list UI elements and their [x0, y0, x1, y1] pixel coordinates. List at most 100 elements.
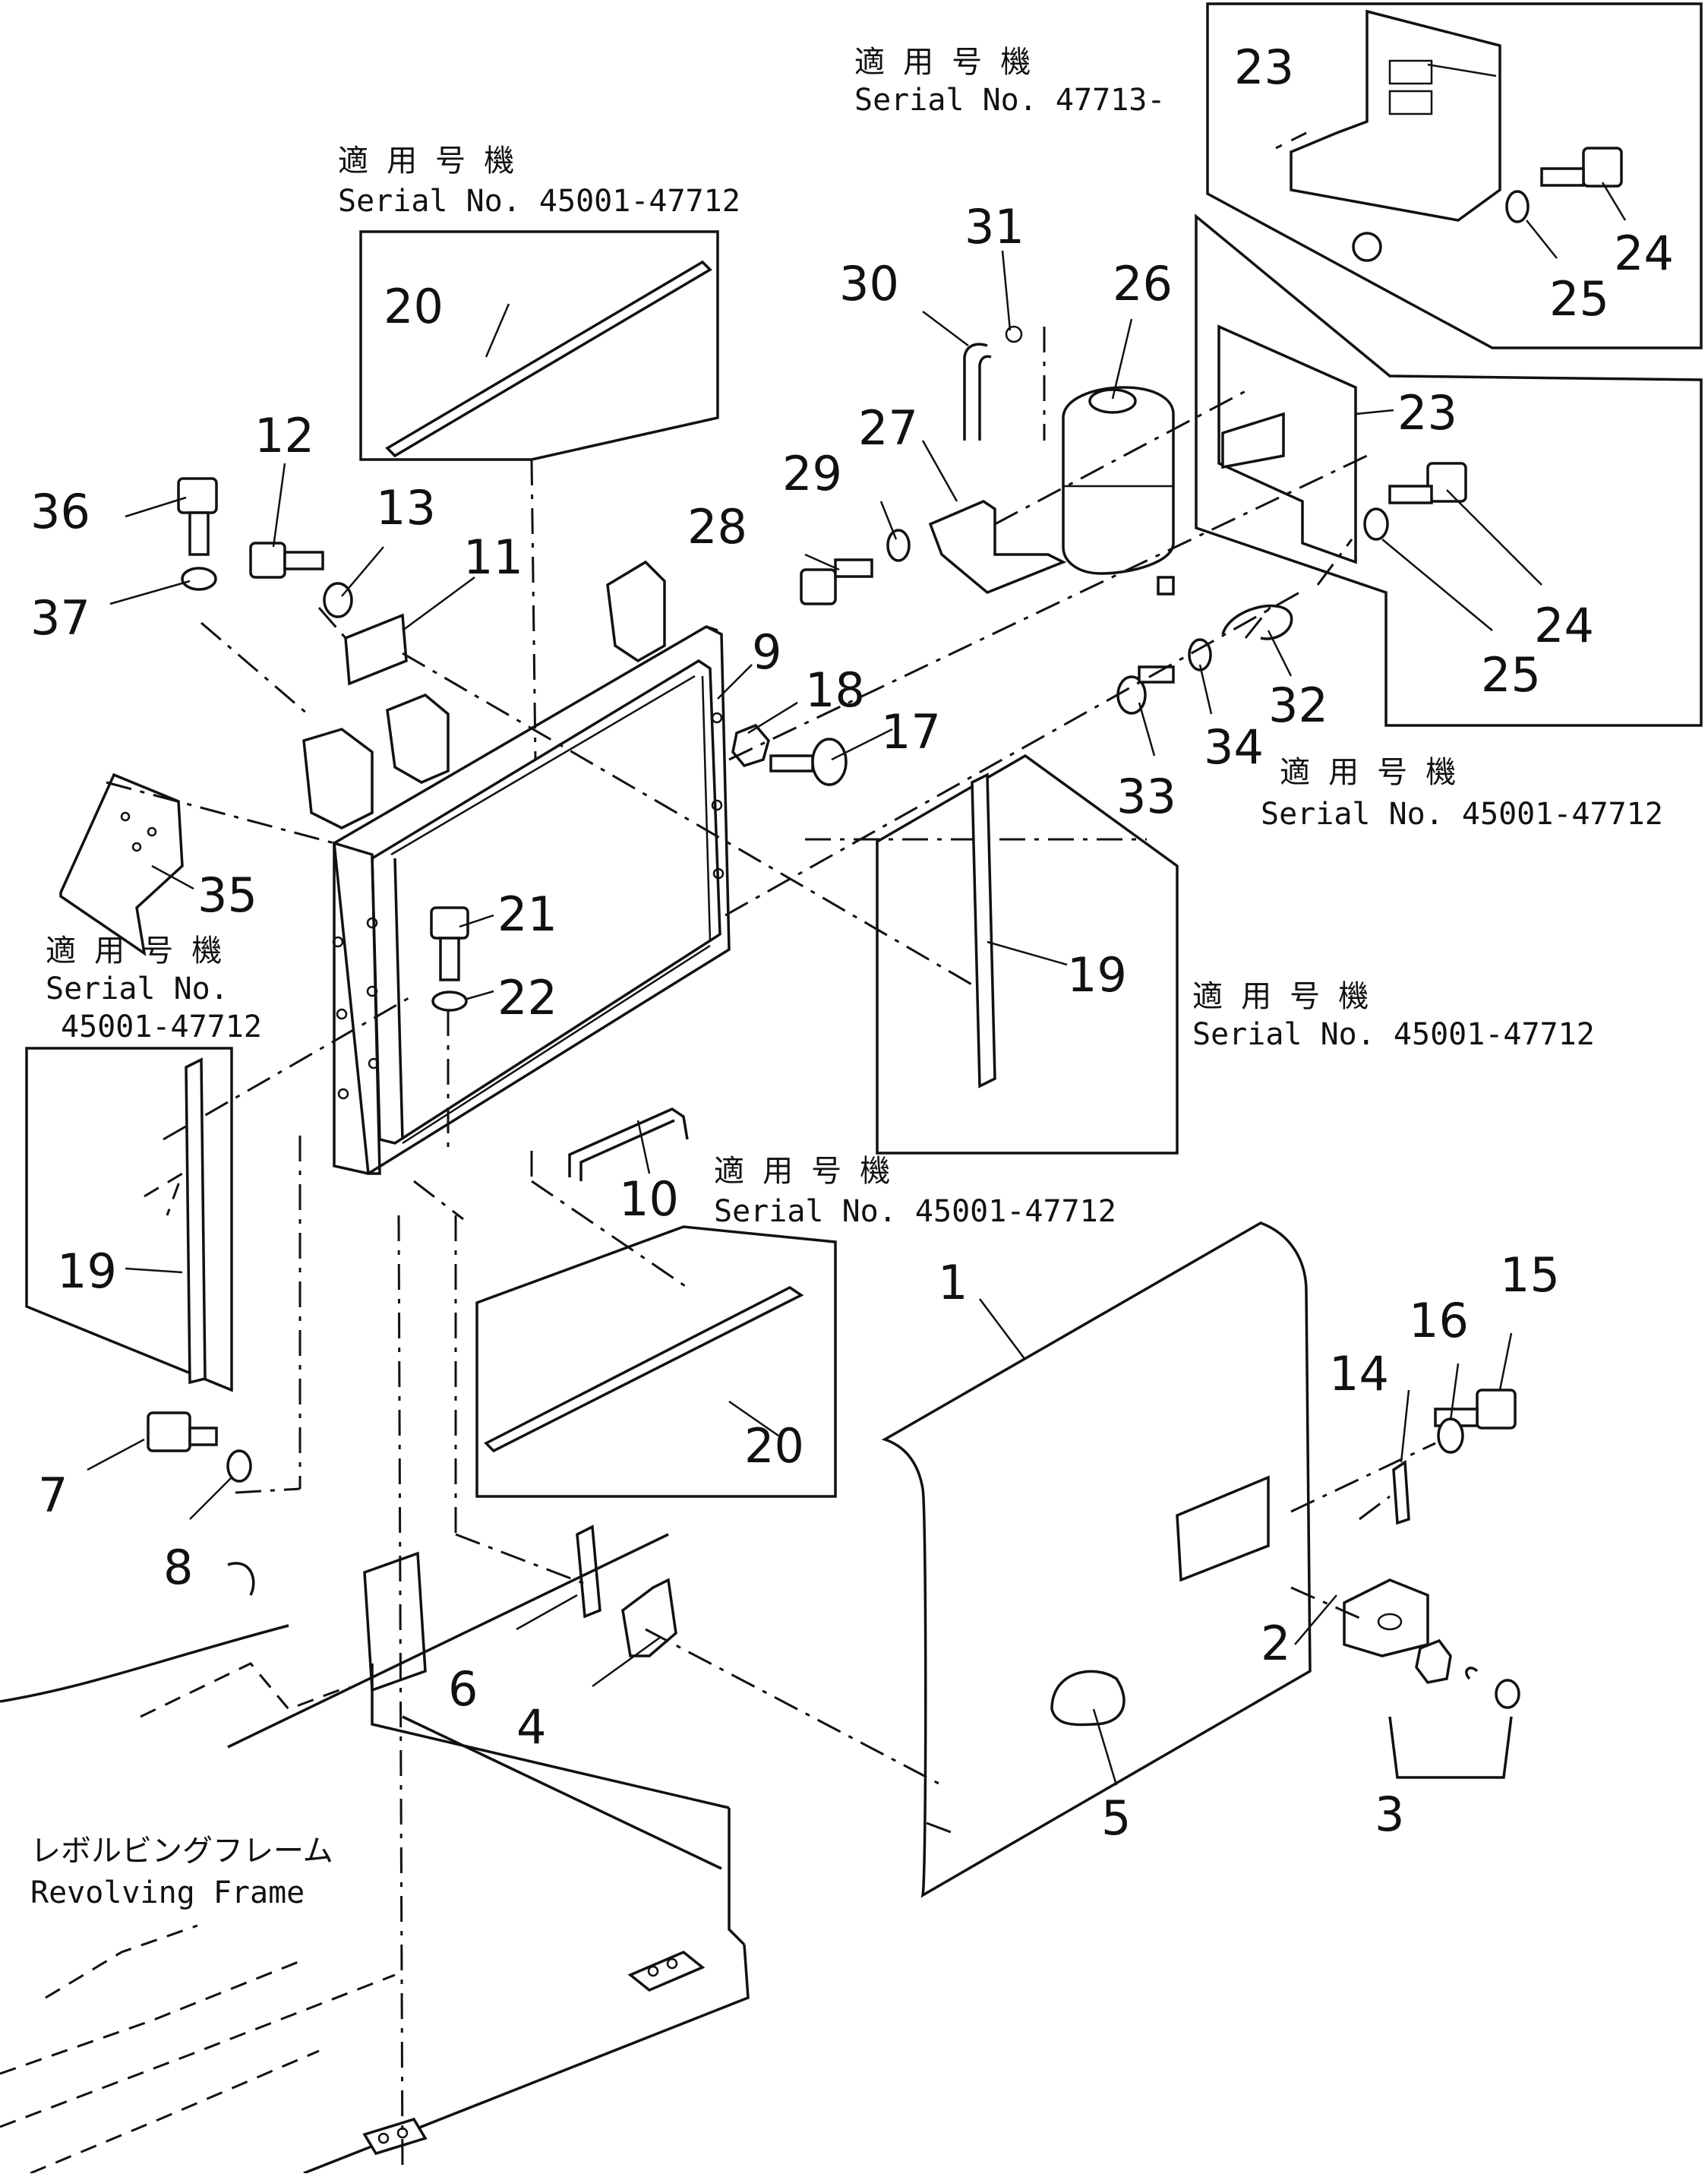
- callout-9: 9: [752, 624, 781, 680]
- revolving-frame-en: Revolving Frame: [30, 1875, 305, 1910]
- callout-17: 17: [881, 704, 941, 760]
- callout-25b: 25: [1481, 647, 1541, 703]
- note-jp-top: 適 用 号 機: [854, 45, 1031, 80]
- callout-19a: 19: [1067, 947, 1127, 1003]
- bolt-7: [147, 1411, 218, 1452]
- door-panel-1: [881, 1221, 1312, 1898]
- callout-30: 30: [839, 256, 899, 311]
- washer-37: [181, 567, 217, 591]
- inset-box-seal-20-bottom: [475, 1225, 837, 1498]
- callout-35: 35: [197, 867, 257, 923]
- hose-30: [963, 343, 988, 441]
- applicability-notes: 適 用 号 機 Serial No. 47713- 適 用 号 機 Serial…: [30, 45, 1663, 1910]
- plate-23-early: [1217, 324, 1357, 564]
- bolt-12: [249, 542, 324, 579]
- callout-3: 3: [1375, 1787, 1404, 1842]
- callout-25a: 25: [1549, 271, 1609, 327]
- note-jp-19left: 適 用 号 機: [46, 934, 222, 968]
- reserve-tank-26: [1062, 386, 1175, 596]
- washer-25-upper: [1505, 190, 1530, 223]
- callout-27: 27: [858, 400, 918, 456]
- inset-box-plate-late: [1206, 2, 1703, 349]
- plate-23-late: [1290, 9, 1501, 262]
- washer-22: [431, 991, 468, 1012]
- callout-33: 33: [1116, 769, 1176, 824]
- callout-2: 2: [1261, 1616, 1290, 1671]
- note-serial-20top: Serial No. 45001-47712: [338, 184, 740, 219]
- callout-24a: 24: [1614, 226, 1674, 281]
- note-serial-20bottom: Serial No. 45001-47712: [714, 1194, 1116, 1229]
- lock-set-3: [1415, 1638, 1520, 1709]
- callout-23a: 23: [1234, 39, 1294, 95]
- bolt-24-upper: [1540, 147, 1623, 188]
- bracket-35: [59, 773, 184, 956]
- clamp-32: [1221, 604, 1293, 640]
- washer-25-lower: [1363, 507, 1389, 541]
- callout-14: 14: [1329, 1346, 1389, 1401]
- callout-7: 7: [38, 1468, 68, 1523]
- note-serial-19left-1: Serial No.: [46, 972, 229, 1006]
- seal-19-right: [971, 773, 996, 1088]
- washer-8: [226, 1449, 252, 1483]
- callout-12: 12: [254, 408, 314, 463]
- callout-28: 28: [687, 499, 747, 555]
- washer-29: [886, 529, 911, 562]
- note-serial-late: Serial No. 47713-: [854, 83, 1165, 118]
- washer-16: [1437, 1417, 1464, 1454]
- callout-1: 1: [938, 1255, 968, 1310]
- callout-23b: 23: [1397, 385, 1457, 441]
- callout-6: 6: [448, 1661, 478, 1717]
- latch-14: [1392, 1459, 1410, 1525]
- revolving-frame-outline: [0, 1533, 750, 2175]
- callout-10: 10: [619, 1171, 679, 1227]
- note-serial-32: Serial No. 45001-47712: [1261, 797, 1663, 832]
- inset-box-plate-early: [1195, 213, 1703, 727]
- callout-leaders: [87, 63, 1627, 1786]
- callout-4: 4: [516, 1699, 546, 1755]
- callout-20a: 20: [384, 279, 444, 334]
- callout-32: 32: [1268, 678, 1328, 733]
- callout-36: 36: [30, 484, 90, 539]
- callout-numbers: 1 2 3 4 5 6 7 8 9 10 11 12 13 14 15 16 1…: [30, 39, 1674, 1846]
- callout-20b: 20: [744, 1418, 804, 1474]
- bolt-21: [430, 906, 469, 981]
- inset-box-seal-20-top: [359, 230, 719, 461]
- callout-11: 11: [463, 529, 523, 585]
- callout-18: 18: [805, 662, 865, 718]
- callout-37: 37: [30, 590, 90, 646]
- note-jp-20top: 適 用 号 機: [338, 144, 514, 179]
- callout-21: 21: [497, 886, 557, 942]
- callout-22: 22: [497, 970, 557, 1025]
- seal-19-left: [185, 1057, 207, 1385]
- handle-10: [568, 1107, 689, 1177]
- inset-box-seal-19-right: [876, 754, 1179, 1155]
- revolving-frame-jp: レボルビングフレーム: [30, 1834, 333, 1869]
- callout-24b: 24: [1534, 598, 1594, 653]
- washer-34: [1188, 638, 1212, 671]
- bolt-17: [769, 738, 848, 786]
- bracket-27: [928, 500, 1067, 595]
- nut-18: [731, 723, 770, 768]
- callout-5: 5: [1101, 1790, 1131, 1846]
- assembly-leader-lines: [106, 327, 1436, 2174]
- callout-34: 34: [1204, 719, 1264, 775]
- callout-8: 8: [163, 1540, 193, 1595]
- callout-19b: 19: [57, 1243, 117, 1299]
- note-jp-20bottom: 適 用 号 機: [714, 1154, 890, 1189]
- plate-11: [344, 613, 408, 686]
- bolt-28: [800, 558, 873, 605]
- callout-15: 15: [1500, 1247, 1560, 1303]
- note-serial-19right: Serial No. 45001-47712: [1192, 1017, 1595, 1052]
- bolt-24-lower: [1388, 462, 1467, 504]
- note-jp-19right: 適 用 号 機: [1192, 979, 1369, 1014]
- callout-16: 16: [1409, 1293, 1469, 1348]
- radiator-guard-frame: [302, 560, 731, 1175]
- bolt-36: [177, 477, 218, 556]
- callout-31: 31: [964, 199, 1024, 254]
- seal-20-top: [385, 260, 712, 458]
- callout-29: 29: [782, 446, 842, 501]
- note-serial-19left-2: 45001-47712: [61, 1010, 262, 1044]
- note-jp-32: 適 用 号 機: [1280, 755, 1456, 790]
